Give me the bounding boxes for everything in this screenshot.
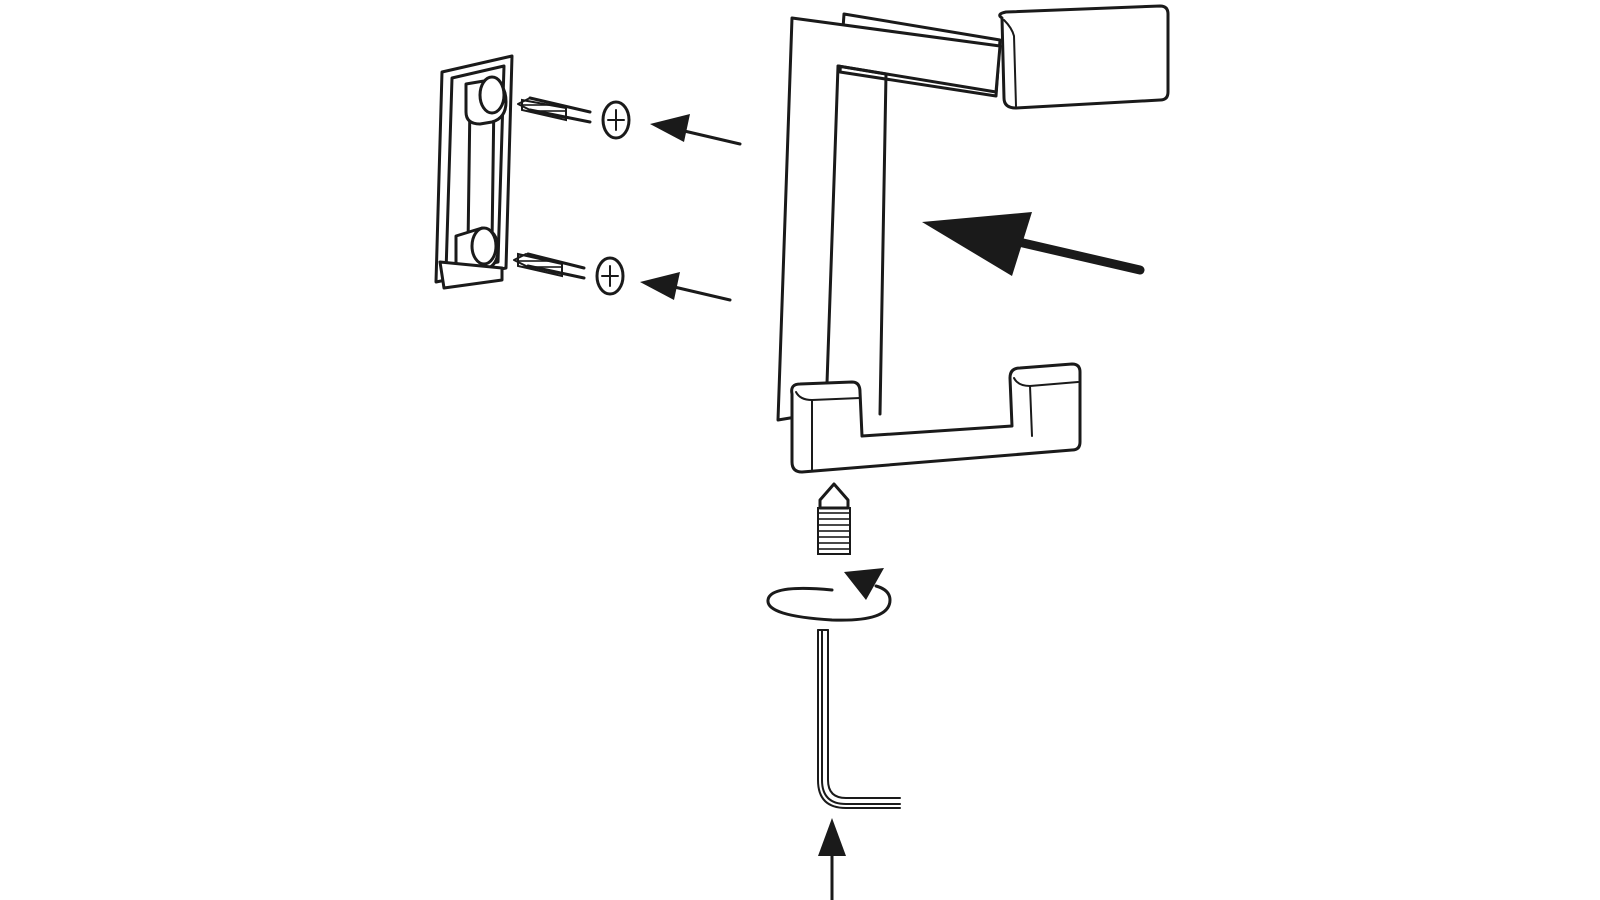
allen-key [817,629,901,809]
mounting-bracket [434,54,514,290]
wall-screw-bottom [513,252,625,296]
grub-screw [817,482,851,555]
rotate-clockwise-icon [766,568,892,622]
arrow-up-icon [818,818,846,900]
double-hook [776,4,1170,474]
arrow-left-icon [650,114,742,146]
arrow-left-icon [640,272,732,302]
arrow-left-large-icon [922,212,1145,276]
wall-screw-top [517,96,631,140]
